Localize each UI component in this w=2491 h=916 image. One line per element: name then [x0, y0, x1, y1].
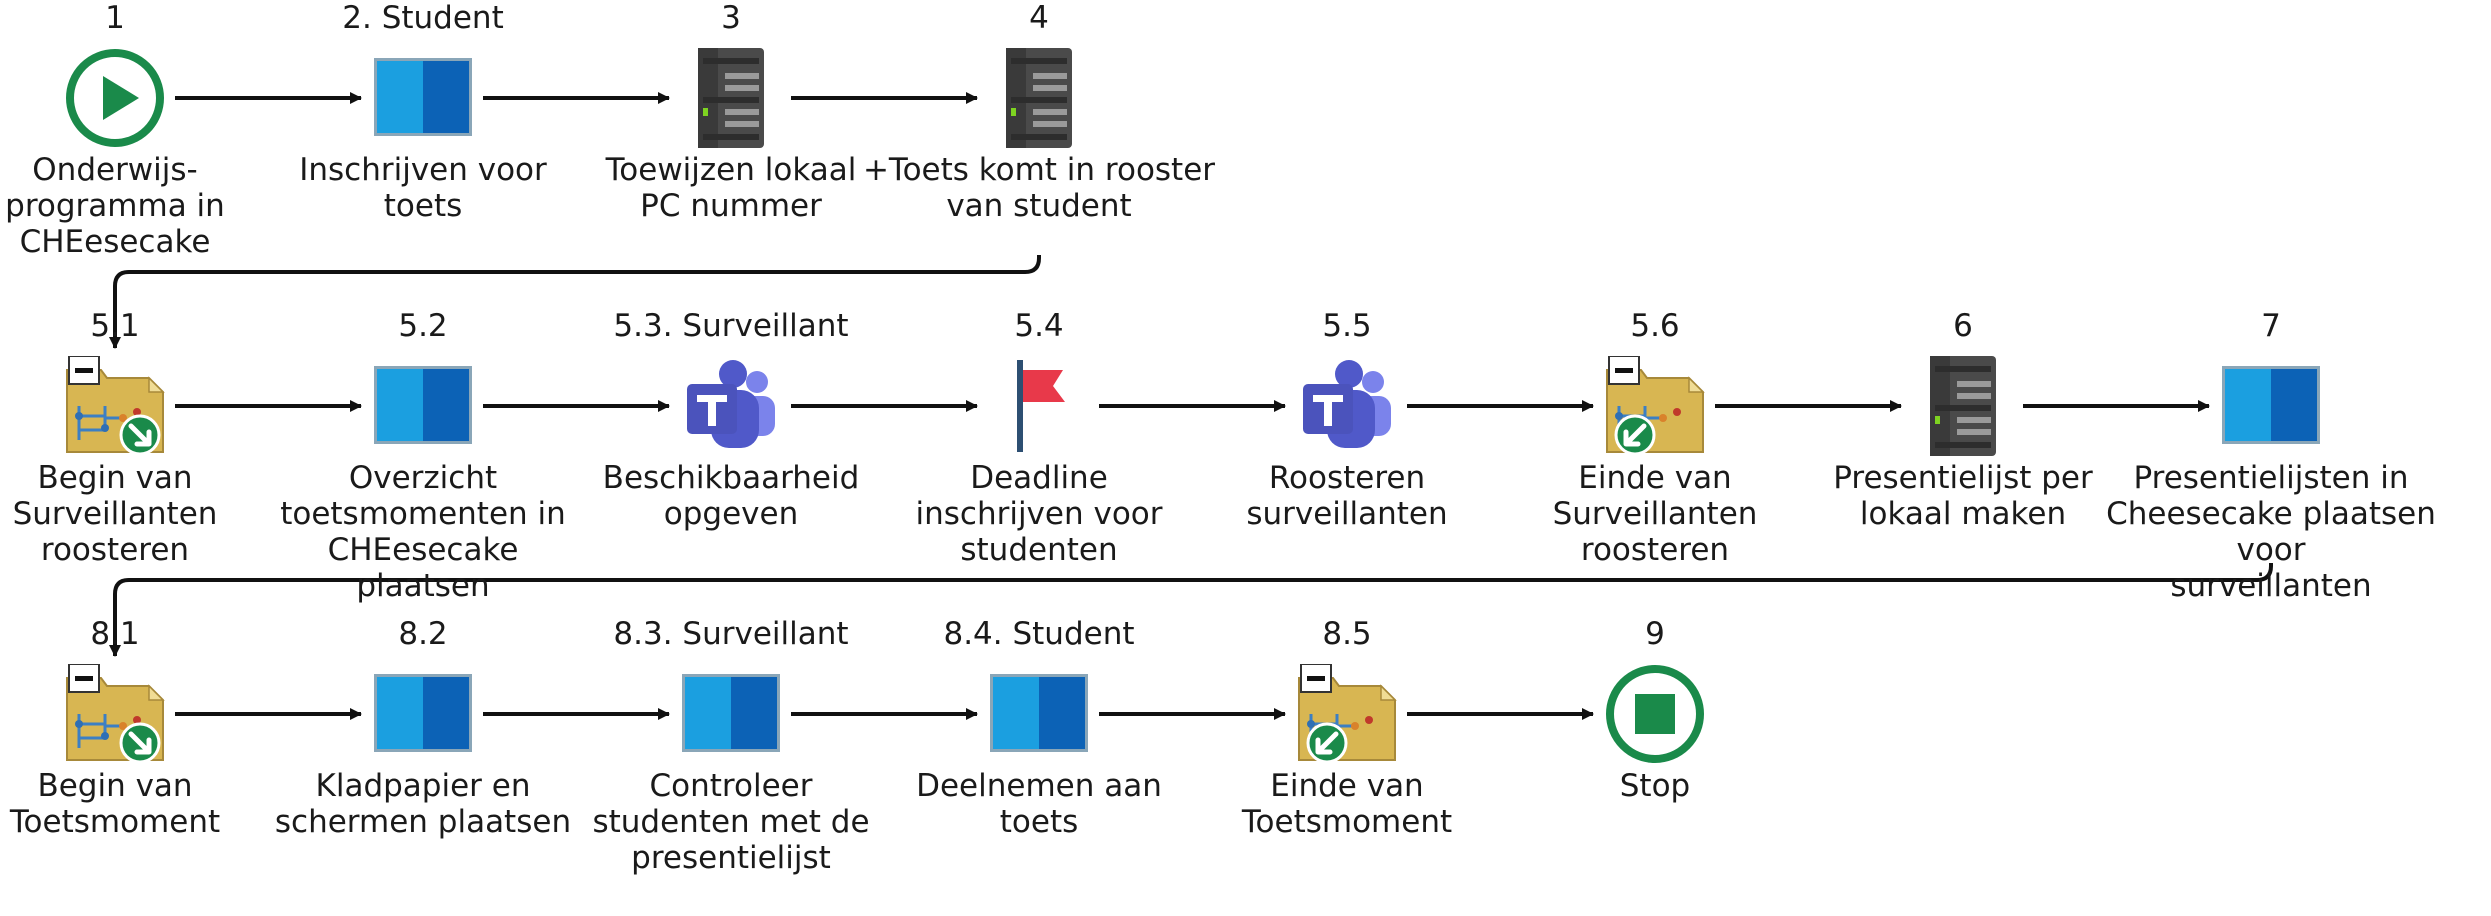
step-label: Overzicht toetsmomenten in CHEesecake pl…: [280, 460, 566, 604]
flow-node-n4: 4 +Toets komt in rooster van student: [859, 0, 1219, 300]
flow-node-n5-2: 5.2 Overzicht toetsmomenten in CHEesecak…: [243, 308, 603, 608]
step-label: Presentielijsten in Cheesecake plaatsen …: [2106, 460, 2436, 604]
flow-node-n8-5: 8.5 Einde van Toetsmoment: [1167, 616, 1527, 916]
step-label: Deadline inschrijven voor studenten: [915, 460, 1163, 568]
step-number: 5.6: [1630, 308, 1680, 344]
server-icon: [1913, 356, 2013, 456]
flow-node-n5-1: 5.1 Begin van Surveillanten roosteren: [0, 308, 295, 608]
step-label: Begin van Surveillanten roosteren: [12, 460, 218, 568]
folder-begin-icon: [65, 663, 165, 764]
server-icon: [989, 48, 1089, 148]
step-number: 2. Student: [342, 0, 504, 36]
flow-node-n6: 6 Presentielijst per lokaal maken: [1783, 308, 2143, 608]
flow-node-n7: 7 Presentielijsten in Cheesecake plaatse…: [2091, 308, 2451, 608]
folder-begin-icon: [65, 355, 165, 456]
step-number: 5.3. Surveillant: [613, 308, 849, 344]
teams-icon: [681, 356, 781, 456]
step-label: Stop: [1619, 768, 1691, 804]
step-number: 4: [1029, 0, 1049, 36]
step-number: 8.2: [398, 616, 448, 652]
step-label: Onderwijs- programma in CHEesecake: [5, 152, 225, 260]
step-label: Presentielijst per lokaal maken: [1833, 460, 2093, 532]
screen-icon: [2221, 356, 2321, 456]
step-number: 5.2: [398, 308, 448, 344]
flow-node-n8-3: 8.3. Surveillant Controleer studenten me…: [551, 616, 911, 916]
step-label: +Toets komt in rooster van student: [862, 152, 1216, 224]
step-number: 5.5: [1322, 308, 1372, 344]
step-number: 1: [105, 0, 125, 36]
step-label: Roosteren surveillanten: [1246, 460, 1448, 532]
step-label: Controleer studenten met de presentielij…: [592, 768, 870, 876]
start-icon: [65, 48, 165, 148]
step-label: Kladpapier en schermen plaatsen: [274, 768, 572, 840]
step-label: Beschikbaarheid opgeven: [602, 460, 860, 532]
screen-icon: [681, 664, 781, 764]
screen-icon: [373, 48, 473, 148]
step-number: 6: [1953, 308, 1973, 344]
flow-node-n8-1: 8.1 Begin van Toetsmoment: [0, 616, 295, 916]
step-label: Begin van Toetsmoment: [9, 768, 221, 840]
step-number: 7: [2261, 308, 2281, 344]
flow-node-n8-4: 8.4. Student Deelnemen aan toets: [859, 616, 1219, 916]
flag-icon: [989, 356, 1089, 456]
stop-icon: [1605, 664, 1705, 764]
server-icon: [681, 48, 781, 148]
step-label: Toewijzen lokaal PC nummer: [605, 152, 857, 224]
step-number: 3: [721, 0, 741, 36]
folder-end-icon: [1297, 663, 1397, 764]
screen-icon: [989, 664, 1089, 764]
step-number: 5.1: [90, 308, 140, 344]
step-number: 8.5: [1322, 616, 1372, 652]
flow-node-n3: 3 Toewijzen lokaal PC nummer: [551, 0, 911, 300]
flow-node-n5-5: 5.5 Roosteren surveillanten: [1167, 308, 1527, 608]
step-number: 5.4: [1014, 308, 1064, 344]
step-label: Einde van Toetsmoment: [1241, 768, 1453, 840]
flow-node-n8-2: 8.2 Kladpapier en schermen plaatsen: [243, 616, 603, 916]
process-flow-diagram: [109, 92, 2273, 720]
step-number: 8.1: [90, 616, 140, 652]
flow-node-n1: 1 Onderwijs- programma in CHEesecake: [0, 0, 295, 300]
flow-node-n5-6: 5.6 Einde van Surveillanten roosteren: [1475, 308, 1835, 608]
flow-node-n2: 2. Student Inschrijven voor toets: [243, 0, 603, 300]
flow-node-n9: 9 Stop: [1475, 616, 1835, 916]
flow-node-n5-3: 5.3. Surveillant Beschikbaarheid opgeven: [551, 308, 911, 608]
step-label: Einde van Surveillanten roosteren: [1552, 460, 1758, 568]
step-label: Deelnemen aan toets: [916, 768, 1162, 840]
folder-end-icon: [1605, 355, 1705, 456]
step-number: 8.4. Student: [943, 616, 1135, 652]
screen-icon: [373, 356, 473, 456]
step-number: 9: [1645, 616, 1665, 652]
screen-icon: [373, 664, 473, 764]
teams-icon: [1297, 356, 1397, 456]
step-number: 8.3. Surveillant: [613, 616, 849, 652]
flow-node-n5-4: 5.4 Deadline inschrijven voor studenten: [859, 308, 1219, 608]
flow-arrow-row-wrap: [109, 255, 1041, 349]
step-label: Inschrijven voor toets: [299, 152, 547, 224]
flow-arrow-row-wrap: [109, 563, 2273, 657]
